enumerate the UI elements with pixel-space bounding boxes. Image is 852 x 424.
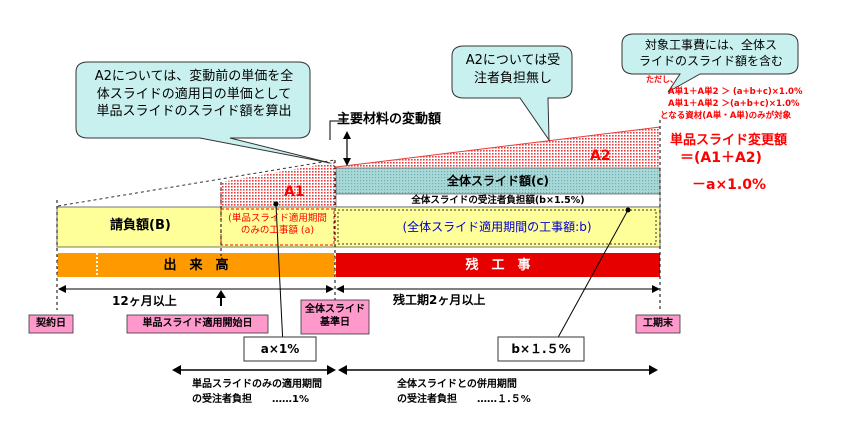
a-rate-box [243,336,317,362]
target-text: 対象工事費には、全体ス ライドのスライド額を含む [638,38,783,69]
overall-slide-label: 全体スライド額(c) [446,174,550,188]
condition-line3: A単1＋A単2 ＞(a+b+c)×1.0% [668,99,800,109]
overall-period-cost-label: (全体スライド適用期間の工事額:b) [402,220,592,234]
overall-base-label: 全体スライド 基準日 [305,304,365,328]
contract-date-box [28,314,74,334]
main-material-label: 主要材料の変動額 [337,112,442,127]
remaining-label: 残 工 事 [465,258,531,273]
contract-date-label: 契約日 [36,318,66,329]
formula-title: 単品スライド変更額 [670,133,788,148]
contractor-burden-label: 全体スライドの受注者負担額(b×1.5%) [411,195,585,206]
formula-expr: ＝(A1＋A2) [680,150,762,166]
a2-contractor-bubble [451,45,573,142]
single-start-label: 単品スライド適用開始日 [142,318,253,329]
single-start-box [126,314,269,334]
combined-note: 全体スライドとの併用期間 の受注者負担 ……１.５% [397,379,531,405]
price-trend-line [57,159,336,207]
condition-line2: A単1＋A単2 ＞ (a+b+c)×1.0% [668,87,803,97]
overall-slide-band [335,167,661,195]
a2-contractor-text: A2については受 注者負担無し [465,53,561,86]
overall-period-box [337,209,657,245]
overall-base-box [300,299,370,335]
target-bubble [621,33,799,93]
a1-label: A1 [284,184,305,200]
a1-region [221,162,335,207]
end-date-box [635,314,681,334]
contract-amount-label: 請負額(B) [110,218,171,233]
a2-note-text: A2については、変動前の単価を全 体スライドの適用日の単価として 単品スライドの… [94,69,294,120]
twelve-months-label: 12ヶ月以上 [112,294,177,308]
formula-minus: －a×1.0% [692,177,767,193]
a2-label: A2 [590,148,611,164]
completed-bar [57,253,335,277]
condition-line1: ただし、 [646,75,678,84]
single-only-note: 単品スライドのみの適用期間 の受注者負担 ……1% [192,379,322,405]
a-rate-label: a×1% [260,342,300,356]
a2-note-bubble [75,61,331,164]
end-date-label: 工期末 [643,318,673,329]
remaining-period-label: 残工期2ヶ月以上 [393,293,486,307]
remaining-bar [336,253,660,277]
condition-line4: となる資材(A単・A単)のみが対象 [660,111,792,121]
b-rate-box [497,336,585,362]
b-rate-label: b×１.５% [511,342,571,356]
completed-label: 出 来 高 [163,258,229,273]
single-period-cost-label: (単品スライド適用期間 のみの工事額 (a) [228,213,327,236]
